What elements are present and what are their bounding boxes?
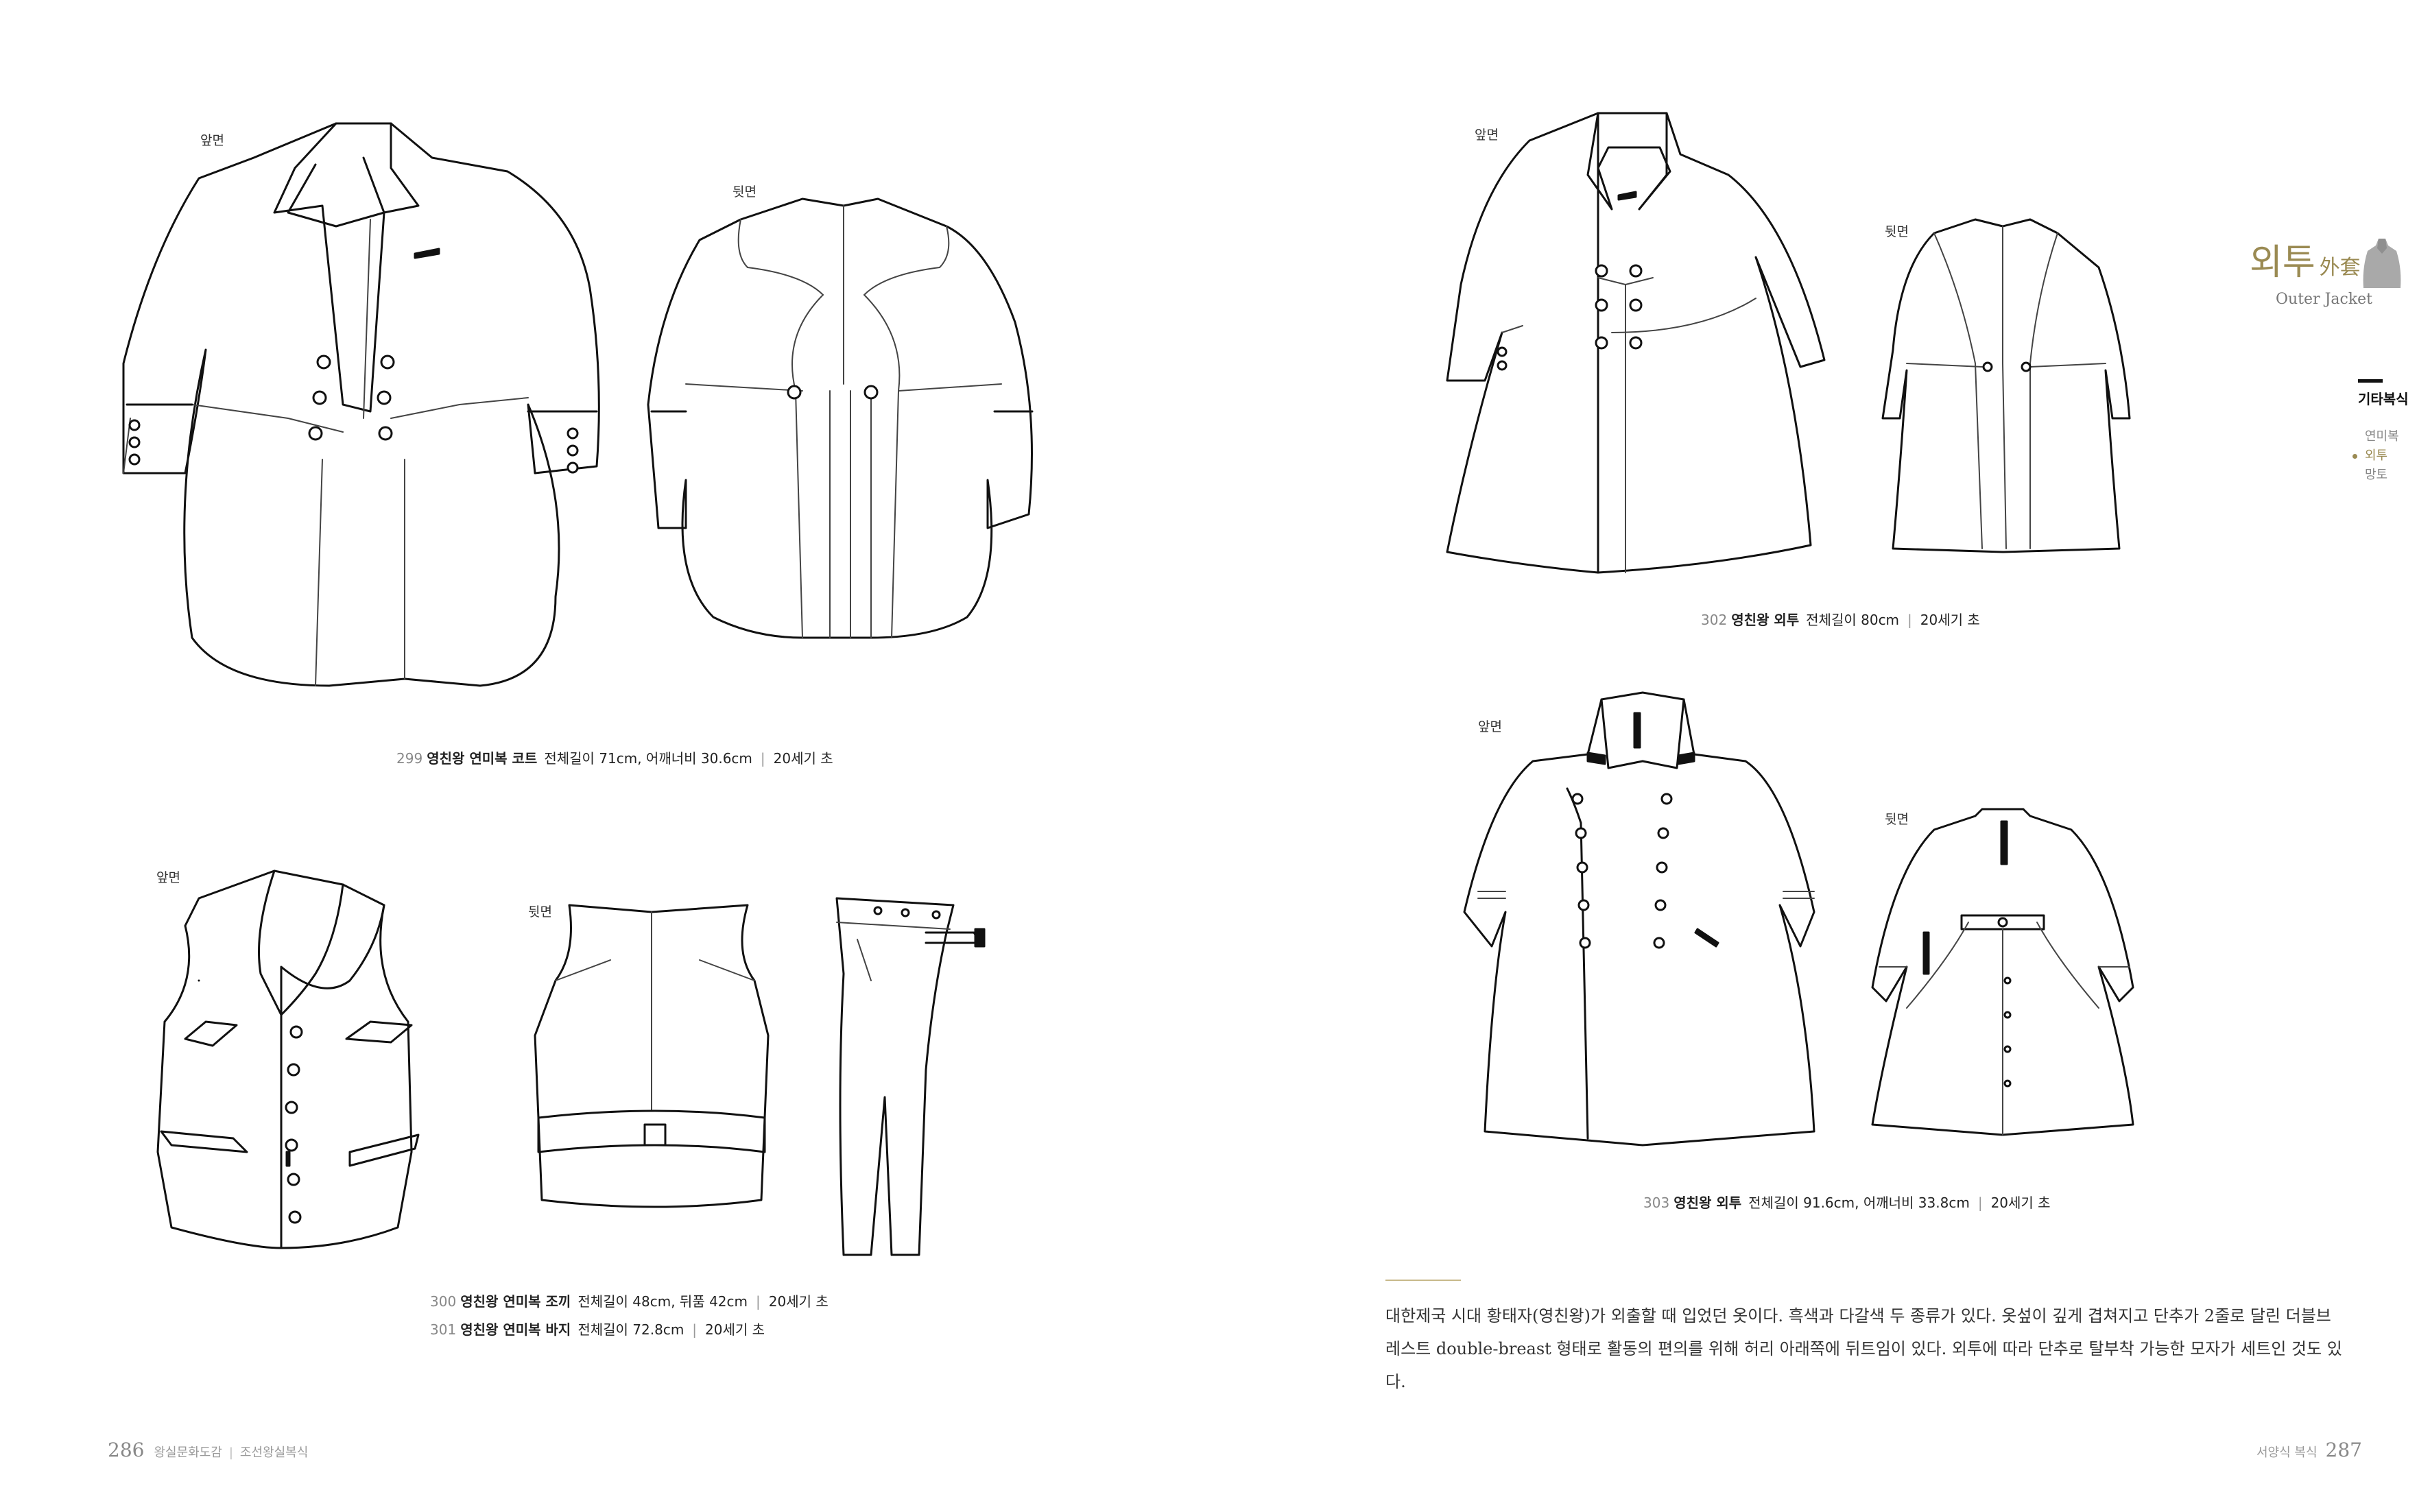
section-title-text: 외투: [2250, 242, 2315, 283]
view-label-back-302: 뒷면: [1885, 224, 1909, 239]
coat-thumbnail-icon: [2363, 239, 2401, 288]
page-number: 287: [2325, 1439, 2362, 1461]
sidebar-item-mantle: 망토: [2365, 468, 2388, 482]
book-title: 왕실문화도감: [154, 1445, 222, 1460]
caption-name: 영친왕 외투: [1673, 1195, 1742, 1211]
caption-period: 20세기 초: [1920, 612, 1980, 628]
folio-right: 서양식 복식 287: [2256, 1439, 2362, 1461]
view-label-front-303: 앞면: [1478, 719, 1502, 734]
view-label-front-299: 앞면: [200, 133, 224, 148]
page-number: 286: [108, 1439, 145, 1461]
sidebar-item-tailcoat: 연미복: [2365, 429, 2399, 444]
sidebar-item-outer-jacket: 외투: [2365, 448, 2388, 463]
view-label-front-300: 앞면: [156, 870, 180, 885]
text-divider: [1385, 1280, 1461, 1281]
caption-period: 20세기 초: [705, 1321, 765, 1338]
folio-section: 서양식 복식: [2256, 1445, 2318, 1460]
caption-name: 영친왕 연미복 바지: [460, 1321, 571, 1338]
view-label-back-299: 뒷면: [732, 184, 757, 200]
trousers-drawing: [823, 891, 994, 1269]
caption-number: 302: [1701, 612, 1728, 628]
view-label-back-303: 뒷면: [1885, 812, 1909, 827]
caption-dims: 전체길이 71cm, 어깨너비 30.6cm: [544, 750, 752, 767]
caption-number: 301: [430, 1321, 457, 1338]
vest-back-drawing: [528, 898, 789, 1214]
caption-period: 20세기 초: [773, 750, 833, 767]
caption-number: 300: [430, 1293, 457, 1310]
overcoat-303-back-drawing: [1866, 802, 2140, 1138]
caption-number: 303: [1643, 1195, 1670, 1211]
caption-number: 299: [396, 750, 423, 767]
caption-dims: 전체길이 91.6cm, 어깨너비 33.8cm: [1748, 1195, 1970, 1211]
sidebar-heading-bar: [2358, 379, 2383, 383]
sidebar-active-dot: [2352, 454, 2357, 459]
section-title-hanja: 外套: [2319, 256, 2361, 280]
vest-front-drawing: [144, 864, 425, 1255]
overcoat-302-back-drawing: [1879, 213, 2133, 555]
overcoat-303-front-drawing: [1457, 686, 1842, 1152]
tailcoat-front-drawing: [117, 117, 610, 699]
view-label-front-302: 앞면: [1475, 128, 1499, 143]
caption-dims: 전체길이 80cm: [1806, 612, 1900, 628]
caption-name: 영친왕 연미복 조끼: [460, 1293, 571, 1310]
caption-dims: 전체길이 72.8cm: [577, 1321, 684, 1338]
overcoat-302-front-drawing: [1440, 106, 1838, 579]
sidebar-heading: 기타복식: [2358, 391, 2409, 407]
caption-period: 20세기 초: [768, 1293, 829, 1310]
view-label-back-300: 뒷면: [528, 904, 552, 920]
section-subtitle: Outer Jacket: [2276, 291, 2373, 308]
caption-period: 20세기 초: [1990, 1195, 2051, 1211]
tailcoat-back-drawing: [645, 192, 1043, 645]
caption-name: 영친왕 외투: [1731, 612, 1800, 628]
caption-dims: 전체길이 48cm, 뒤품 42cm: [577, 1293, 748, 1310]
caption-name: 영친왕 연미복 코트: [427, 750, 538, 767]
folio-section: 조선왕실복식: [239, 1445, 309, 1460]
body-text: 대한제국 시대 황태자(영친왕)가 외출할 때 입었던 옷이다. 흑색과 다갈색…: [1385, 1306, 2342, 1391]
